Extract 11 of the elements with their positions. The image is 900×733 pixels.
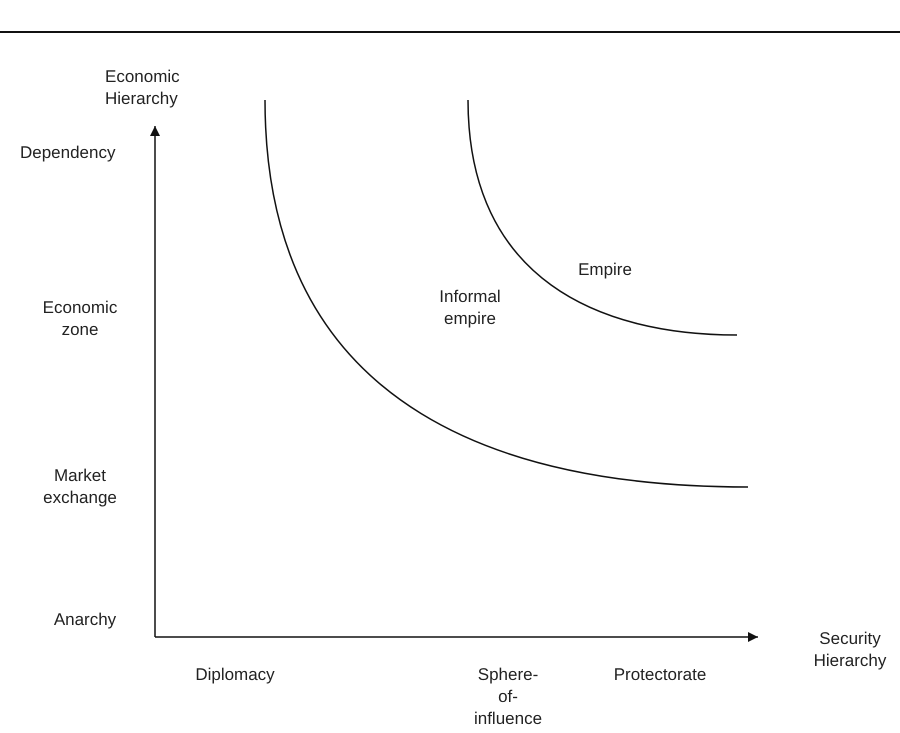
level-label: Anarchy bbox=[52, 609, 118, 631]
level-label: Dependency bbox=[20, 142, 116, 164]
level-label: Market exchange bbox=[42, 465, 118, 509]
region-label: Empire bbox=[577, 259, 633, 281]
level-label: Protectorate bbox=[612, 664, 708, 686]
region-label: Informal empire bbox=[438, 286, 502, 330]
level-label: Economic zone bbox=[42, 297, 118, 341]
level-label: Sphere-of-influence bbox=[472, 664, 544, 730]
axis-title: Security Hierarchy bbox=[812, 628, 888, 672]
axis-title: Economic Hierarchy bbox=[105, 66, 181, 110]
level-label: Diplomacy bbox=[194, 664, 276, 686]
